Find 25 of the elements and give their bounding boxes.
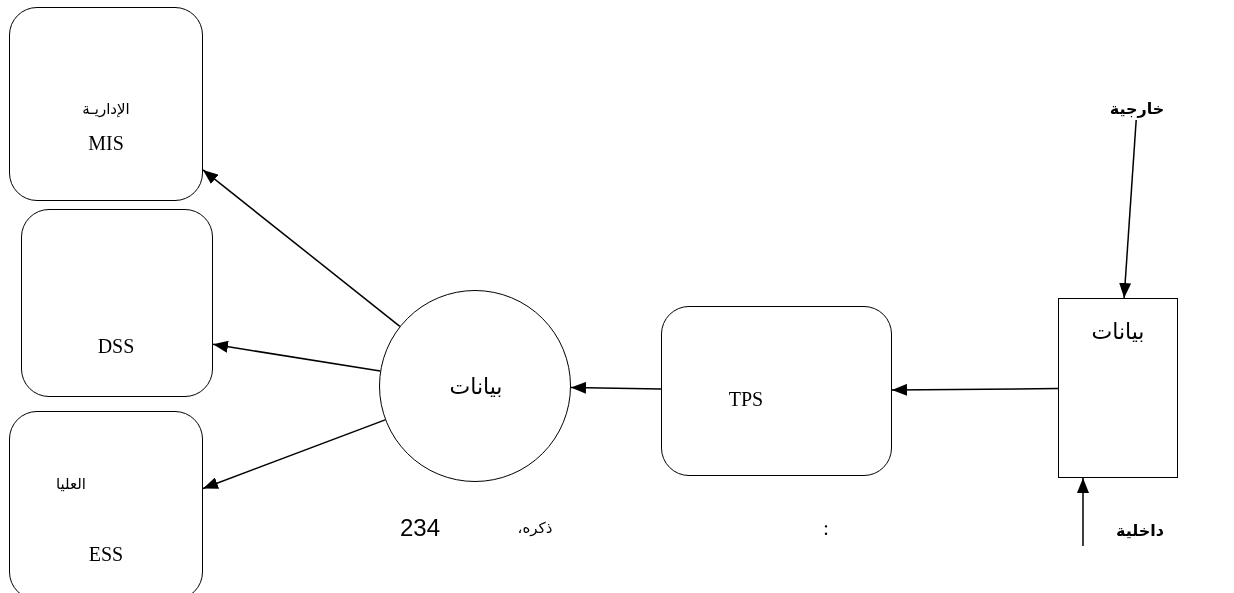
arrow — [570, 381, 662, 394]
node-label: العليا — [56, 475, 86, 493]
note-text: ذكره، — [517, 519, 553, 537]
node-label: TPS — [728, 388, 764, 410]
node-label: DSS — [97, 335, 135, 357]
note-text: 234 — [400, 514, 440, 542]
node-label: ESS — [88, 543, 124, 565]
arrow — [202, 169, 401, 328]
node-label: بيانات — [449, 374, 503, 400]
process-box — [21, 209, 213, 397]
process-box — [661, 306, 892, 476]
note-text: داخلية — [1116, 522, 1164, 540]
node-label: خارجية — [1107, 96, 1167, 120]
process-box — [9, 7, 203, 201]
data-box — [1058, 298, 1178, 478]
arrow — [212, 340, 381, 372]
arrow — [1119, 119, 1137, 299]
node-label: الإداريـة — [82, 100, 130, 118]
node-label: MIS — [88, 132, 124, 154]
arrow — [202, 419, 386, 490]
process-box — [9, 411, 203, 593]
arrow — [891, 383, 1059, 396]
note-text: : — [823, 517, 829, 539]
node-label: بيانات — [1091, 319, 1145, 345]
arrow — [1077, 477, 1089, 547]
